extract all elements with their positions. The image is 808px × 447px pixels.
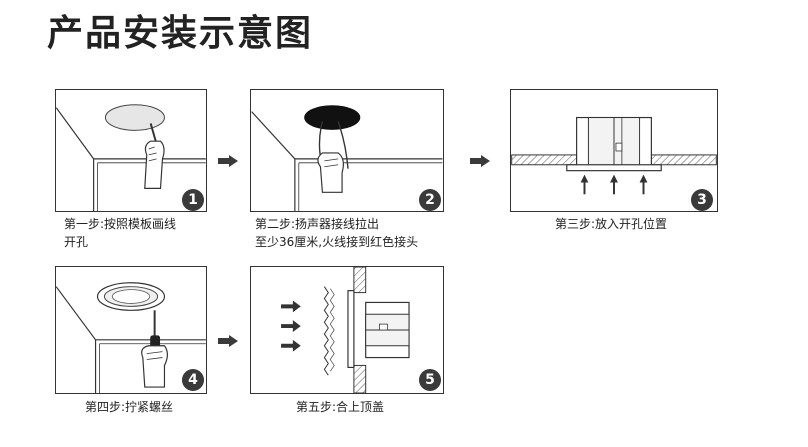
step-5-drawing <box>281 267 410 393</box>
step-5-illustration: 5 <box>250 266 444 394</box>
step-3-illustration: 3 <box>510 89 718 212</box>
step-1-drawing <box>56 104 206 211</box>
arrow-right-icon <box>470 152 490 167</box>
arrow-right-icon <box>218 332 238 347</box>
step-4-caption: 第四步:拧紧螺丝 <box>85 400 174 414</box>
step-4-drawing <box>56 282 206 393</box>
step-3-caption: 第三步:放入开孔位置 <box>555 217 668 231</box>
arrow-right-icon <box>218 152 238 167</box>
step-3-drawing <box>511 116 717 195</box>
step-2-drawing <box>251 105 443 211</box>
step-4-badge: 4 <box>182 369 204 391</box>
step-2-badge: 2 <box>419 189 441 211</box>
step-1-badge: 1 <box>182 189 204 211</box>
step-3-badge: 3 <box>691 189 713 211</box>
step-4-illustration: 4 <box>55 266 207 394</box>
step-1-illustration: 1 <box>55 89 207 212</box>
step-5-caption: 第五步:合上顶盖 <box>296 400 385 414</box>
page-title: 产品安装示意图 <box>47 13 314 54</box>
step-2-caption: 第二步:扬声器接线拉出 至少36厘米,火线接到红色接头 <box>255 217 419 249</box>
step-1-caption: 第一步:按照模板画线 开孔 <box>64 217 177 249</box>
step-2-illustration: 2 <box>250 89 444 212</box>
step-5-badge: 5 <box>419 369 441 391</box>
